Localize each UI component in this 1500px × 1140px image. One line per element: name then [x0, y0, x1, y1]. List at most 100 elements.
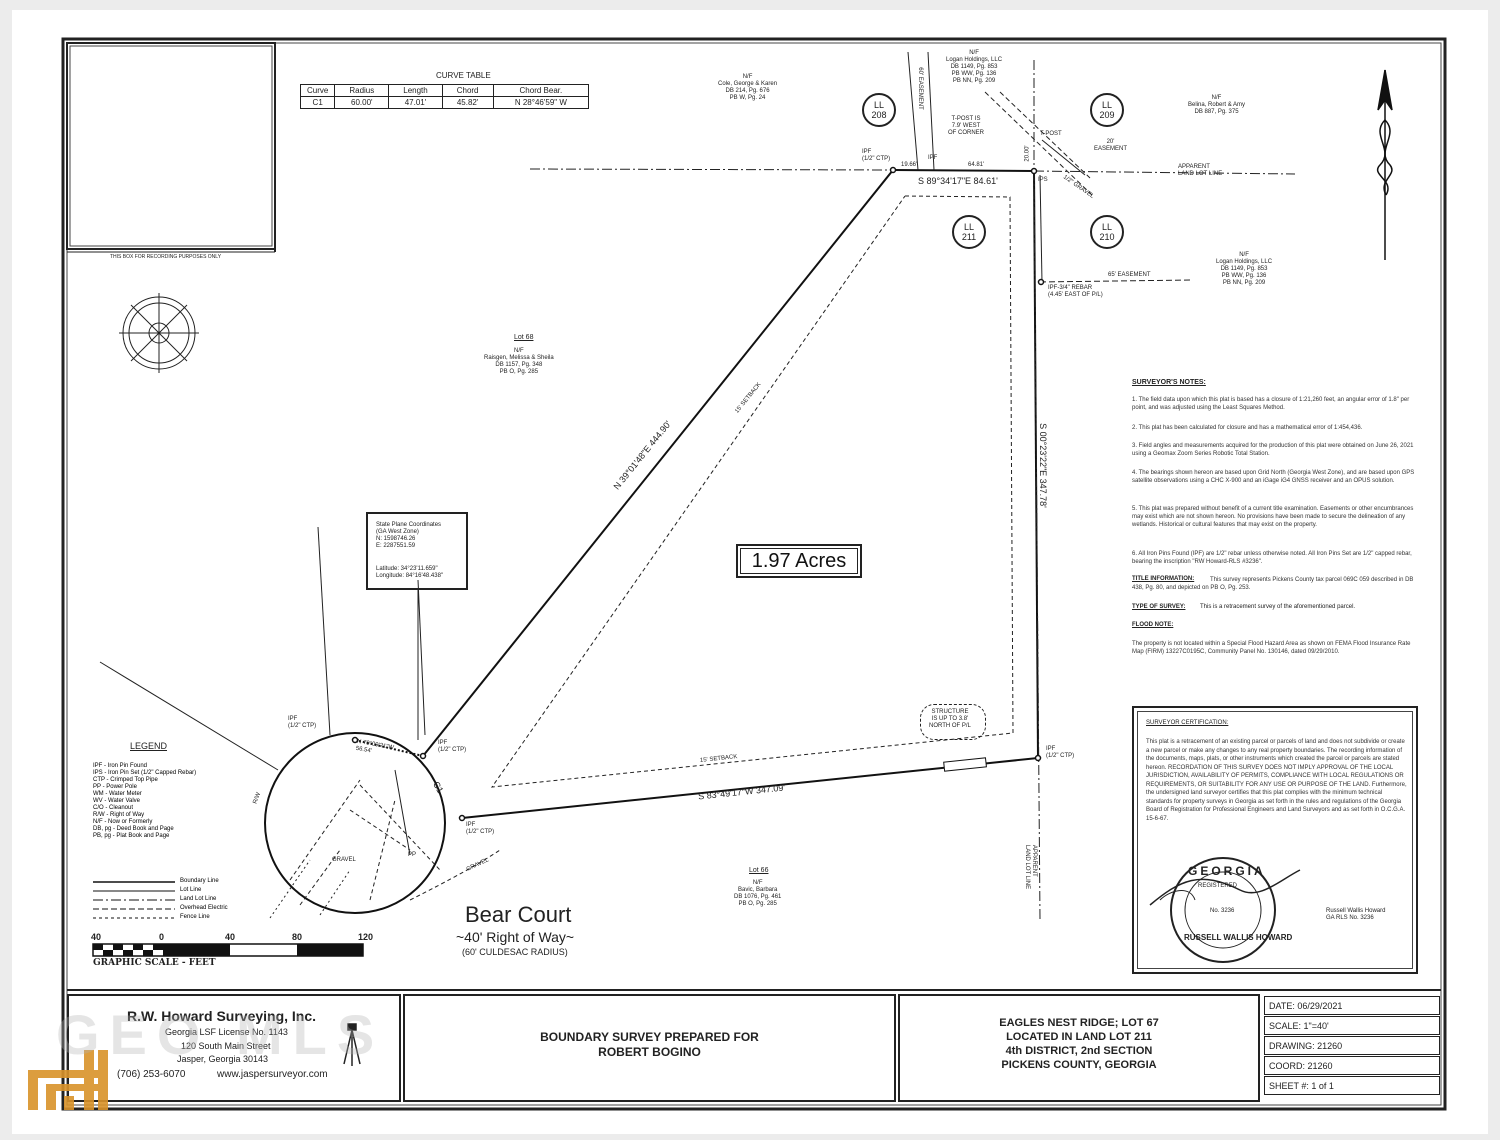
- mls-watermark-logo: [28, 1050, 108, 1110]
- curve-table-title: CURVE TABLE: [436, 71, 491, 80]
- location-line4: PICKENS COUNTY, GEORGIA: [1001, 1059, 1157, 1071]
- seal-mid: REGISTERED: [1198, 883, 1238, 889]
- scale-bar: [92, 943, 364, 957]
- location-line2: LOCATED IN LAND LOT 211: [1006, 1031, 1152, 1043]
- legend-item: N/F - Now or Formerly: [93, 819, 153, 825]
- curve-header-chord-bear: Chord Bear.: [492, 84, 590, 97]
- note-4: 4. The bearings shown hereon are based u…: [1132, 470, 1415, 484]
- owner-raisgen: N/F Raisgen, Melissa & Sheila DB 1157, P…: [484, 348, 554, 375]
- culdesac-circle: [264, 732, 446, 914]
- power-pole-label: PP: [408, 852, 417, 858]
- legend-line-label: Boundary Line: [180, 878, 219, 884]
- drawing-scale: SCALE: 1"=40': [1264, 1016, 1440, 1035]
- mls-watermark-text: GEO MLS: [56, 1003, 385, 1066]
- legend-line-label: Fence Line: [180, 914, 210, 920]
- legend-line-labels: Boundary Line Lot Line Land Lot Line Ove…: [180, 877, 228, 922]
- prepared-for-line1: BOUNDARY SURVEY PREPARED FOR: [540, 1030, 759, 1044]
- scale-tick: 40: [91, 932, 102, 942]
- company-website: www.jaspersurveyor.com: [217, 1069, 328, 1080]
- legend-item: C/O - Cleanout: [93, 805, 134, 811]
- curve-table-row: C1 60.00' 47.01' 45.82' N 28°46'59" W: [299, 96, 590, 109]
- certification-text: This plat is a retracement of an existin…: [1146, 739, 1407, 822]
- owner-belina: N/F Belina, Robert & Amy DB 887, Pg. 375: [1188, 95, 1246, 115]
- title-block-location: EAGLES NEST RIDGE; LOT 67 LOCATED IN LAN…: [898, 994, 1260, 1102]
- title-info: This survey represents Pickens County ta…: [1132, 577, 1414, 591]
- note-5: 5. This plat was prepared without benefi…: [1132, 506, 1414, 528]
- dist-1966: 19.66': [901, 162, 918, 168]
- legend-item: PB, pg - Plat Book and Page: [93, 833, 170, 839]
- company-address2: Jasper, Georgia 30143: [177, 1054, 269, 1064]
- title-block-prepared-for: BOUNDARY SURVEY PREPARED FOR ROBERT BOGI…: [403, 994, 896, 1102]
- ipf-ctp-culdesac: IPF (1/2" CTP): [288, 716, 317, 729]
- curve-cell: 47.01': [388, 96, 443, 109]
- recording-box-caption: THIS BOX FOR RECORDING PURPOSES ONLY: [110, 254, 222, 260]
- ipf-ctp-west-corner: IPF (1/2" CTP): [438, 740, 467, 753]
- legend-item: IPF - Iron Pin Found: [93, 763, 148, 769]
- curve-cell: 45.82': [441, 96, 494, 109]
- flood-note: The property is not located within a Spe…: [1132, 641, 1411, 655]
- note-3: 3. Field angles and measurements acquire…: [1132, 443, 1414, 457]
- title-block-company: R.W. Howard Surveying, Inc. Georgia LSF …: [67, 994, 401, 1102]
- curve-table: Curve Radius Length Chord Chord Bear. C1…: [299, 84, 590, 109]
- rebar-label: IPF-3/4" REBAR (4.45' EAST OF P/L): [1048, 285, 1103, 298]
- legend-item: PP - Power Pole: [93, 784, 137, 790]
- road-radius: (60' CULDESAC RADIUS): [462, 947, 568, 957]
- scale-tick: 80: [292, 932, 303, 942]
- flood-label: FLOOD NOTE:: [1132, 622, 1174, 628]
- land-lot-210: LL 210: [1090, 215, 1124, 249]
- certification-box: SURVEYOR CERTIFICATION: This plat is a r…: [1132, 706, 1418, 974]
- bearing-east: S 00°23'22"E 347.78': [1037, 423, 1048, 508]
- legend-items: IPF - Iron Pin Found IPS - Iron Pin Set …: [93, 763, 253, 840]
- acreage-box: 1.97 Acres: [736, 544, 862, 578]
- scale-tick: 40: [225, 932, 236, 942]
- land-lot-208: LL 208: [862, 93, 896, 127]
- lot-68-label: Lot 68: [514, 334, 534, 341]
- legend-title: LEGEND: [130, 741, 168, 751]
- company-name: R.W. Howard Surveying, Inc.: [127, 1008, 317, 1024]
- tpost-note: T-POST IS 7.9' WEST OF CORNER: [948, 116, 984, 136]
- state-plane-box: State Plane Coordinates (GA West Zone) N…: [366, 512, 468, 590]
- legend-item: IPS - Iron Pin Set (1/2" Capped Rebar): [93, 770, 197, 776]
- legend-line-label: Overhead Electric: [180, 905, 228, 911]
- legend-item: WM - Water Meter: [93, 791, 142, 797]
- note-6: 6. All Iron Pins Found (IPF) are 1/2" re…: [1132, 551, 1412, 565]
- legend-line-label: Lot Line: [180, 887, 202, 893]
- notes-heading: SURVEYOR'S NOTES:: [1132, 379, 1206, 386]
- road-name: Bear Court: [465, 902, 572, 927]
- seal-top: GEORGIA: [1188, 864, 1266, 878]
- legend-line-label: Land Lot Line: [180, 896, 217, 902]
- apparent-land-lot-line-right: APPARENT LAND LOT LINE: [1024, 844, 1038, 890]
- easement-60: 60' EASEMENT: [916, 67, 923, 110]
- state-plane-latlon: Latitude: 34°23'11.659" Longitude: 84°16…: [376, 566, 444, 579]
- lot-66-label: Lot 66: [749, 867, 769, 874]
- company-license: Georgia LSF License No. 1143: [165, 1027, 288, 1037]
- compass-rose: [119, 293, 199, 373]
- ips-label: IPS: [1038, 177, 1048, 183]
- company-phone: (706) 253-6070: [117, 1069, 186, 1080]
- owner-logan-right: N/F Logan Holdings, LLC DB 1149, Pg. 853…: [1216, 252, 1273, 286]
- surveyor-seal: [1149, 857, 1301, 963]
- legend-item: DB, pg - Deed Book and Page: [93, 826, 174, 832]
- tpost-label: T-POST: [1040, 131, 1062, 137]
- owner-bavic: N/F Bavic, Barbara DB 1076, Pg. 461 PB O…: [734, 880, 782, 907]
- state-plane-lines: State Plane Coordinates (GA West Zone) N…: [376, 522, 442, 549]
- tripod-icon: [343, 1023, 361, 1066]
- curve-header-length: Length: [388, 84, 443, 97]
- drawing-date: DATE: 06/29/2021: [1264, 996, 1440, 1015]
- bearing-north: S 89°34'17"E 84.61': [918, 176, 998, 186]
- ipf-ctp-south-east: IPF (1/2" CTP): [1046, 746, 1075, 759]
- dist-6481: 64.81': [968, 162, 985, 168]
- title-info-label: TITLE INFORMATION:: [1132, 576, 1195, 582]
- curve-cell: C1: [299, 96, 336, 109]
- signer-name: Russell Wallis Howard GA RLS No. 3236: [1326, 908, 1386, 921]
- curve-cell: N 28°46'59" W: [492, 96, 590, 109]
- gravel-label: GRAVEL: [332, 857, 356, 863]
- sheet-number: SHEET #: 1 of 1: [1264, 1076, 1440, 1095]
- apparent-land-lot-line-top: APPARENT LAND LOT LINE: [1178, 164, 1223, 177]
- easement-65: 65' EASEMENT: [1108, 272, 1151, 278]
- seal-no: No. 3236: [1210, 908, 1235, 914]
- location-line3: 4th DISTRICT, 2nd SECTION: [1005, 1045, 1153, 1057]
- land-lot-209: LL 209: [1090, 93, 1124, 127]
- certification-heading: SURVEYOR CERTIFICATION:: [1146, 720, 1229, 726]
